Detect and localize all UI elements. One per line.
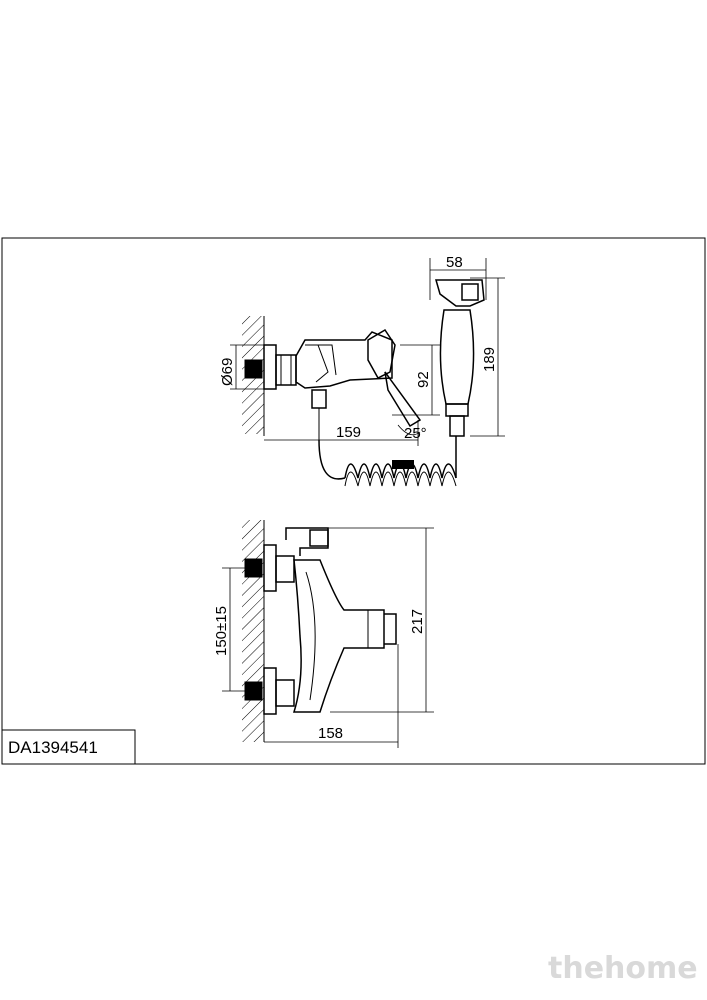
dim-159: 159 xyxy=(336,424,361,441)
dim-150-15: 150±15 xyxy=(213,606,230,656)
dim-diameter-69: Ø69 xyxy=(219,358,236,386)
dim-angle-25: 25° xyxy=(404,425,427,442)
model-code: DA1394541 xyxy=(8,738,98,757)
dim-217: 217 xyxy=(409,609,426,634)
dim-189: 189 xyxy=(481,347,498,372)
front-view-dimension-labels: 150±15 217 158 xyxy=(213,606,426,742)
inlet-block xyxy=(244,359,263,379)
side-view xyxy=(242,279,485,487)
side-view-dimensions xyxy=(230,258,505,446)
side-view-dimension-labels: 58 189 Ø69 92 159 25° xyxy=(219,254,498,442)
front-view xyxy=(242,520,397,742)
dim-92: 92 xyxy=(415,371,432,388)
dim-58: 58 xyxy=(446,254,463,271)
title-block: DA1394541 xyxy=(1,729,136,765)
dim-158: 158 xyxy=(318,725,343,742)
watermark-logo: thehome xyxy=(548,951,698,986)
front-view-dimensions xyxy=(222,527,434,748)
wall-hatch-bottom xyxy=(242,520,264,742)
drawing-frame xyxy=(1,237,706,765)
